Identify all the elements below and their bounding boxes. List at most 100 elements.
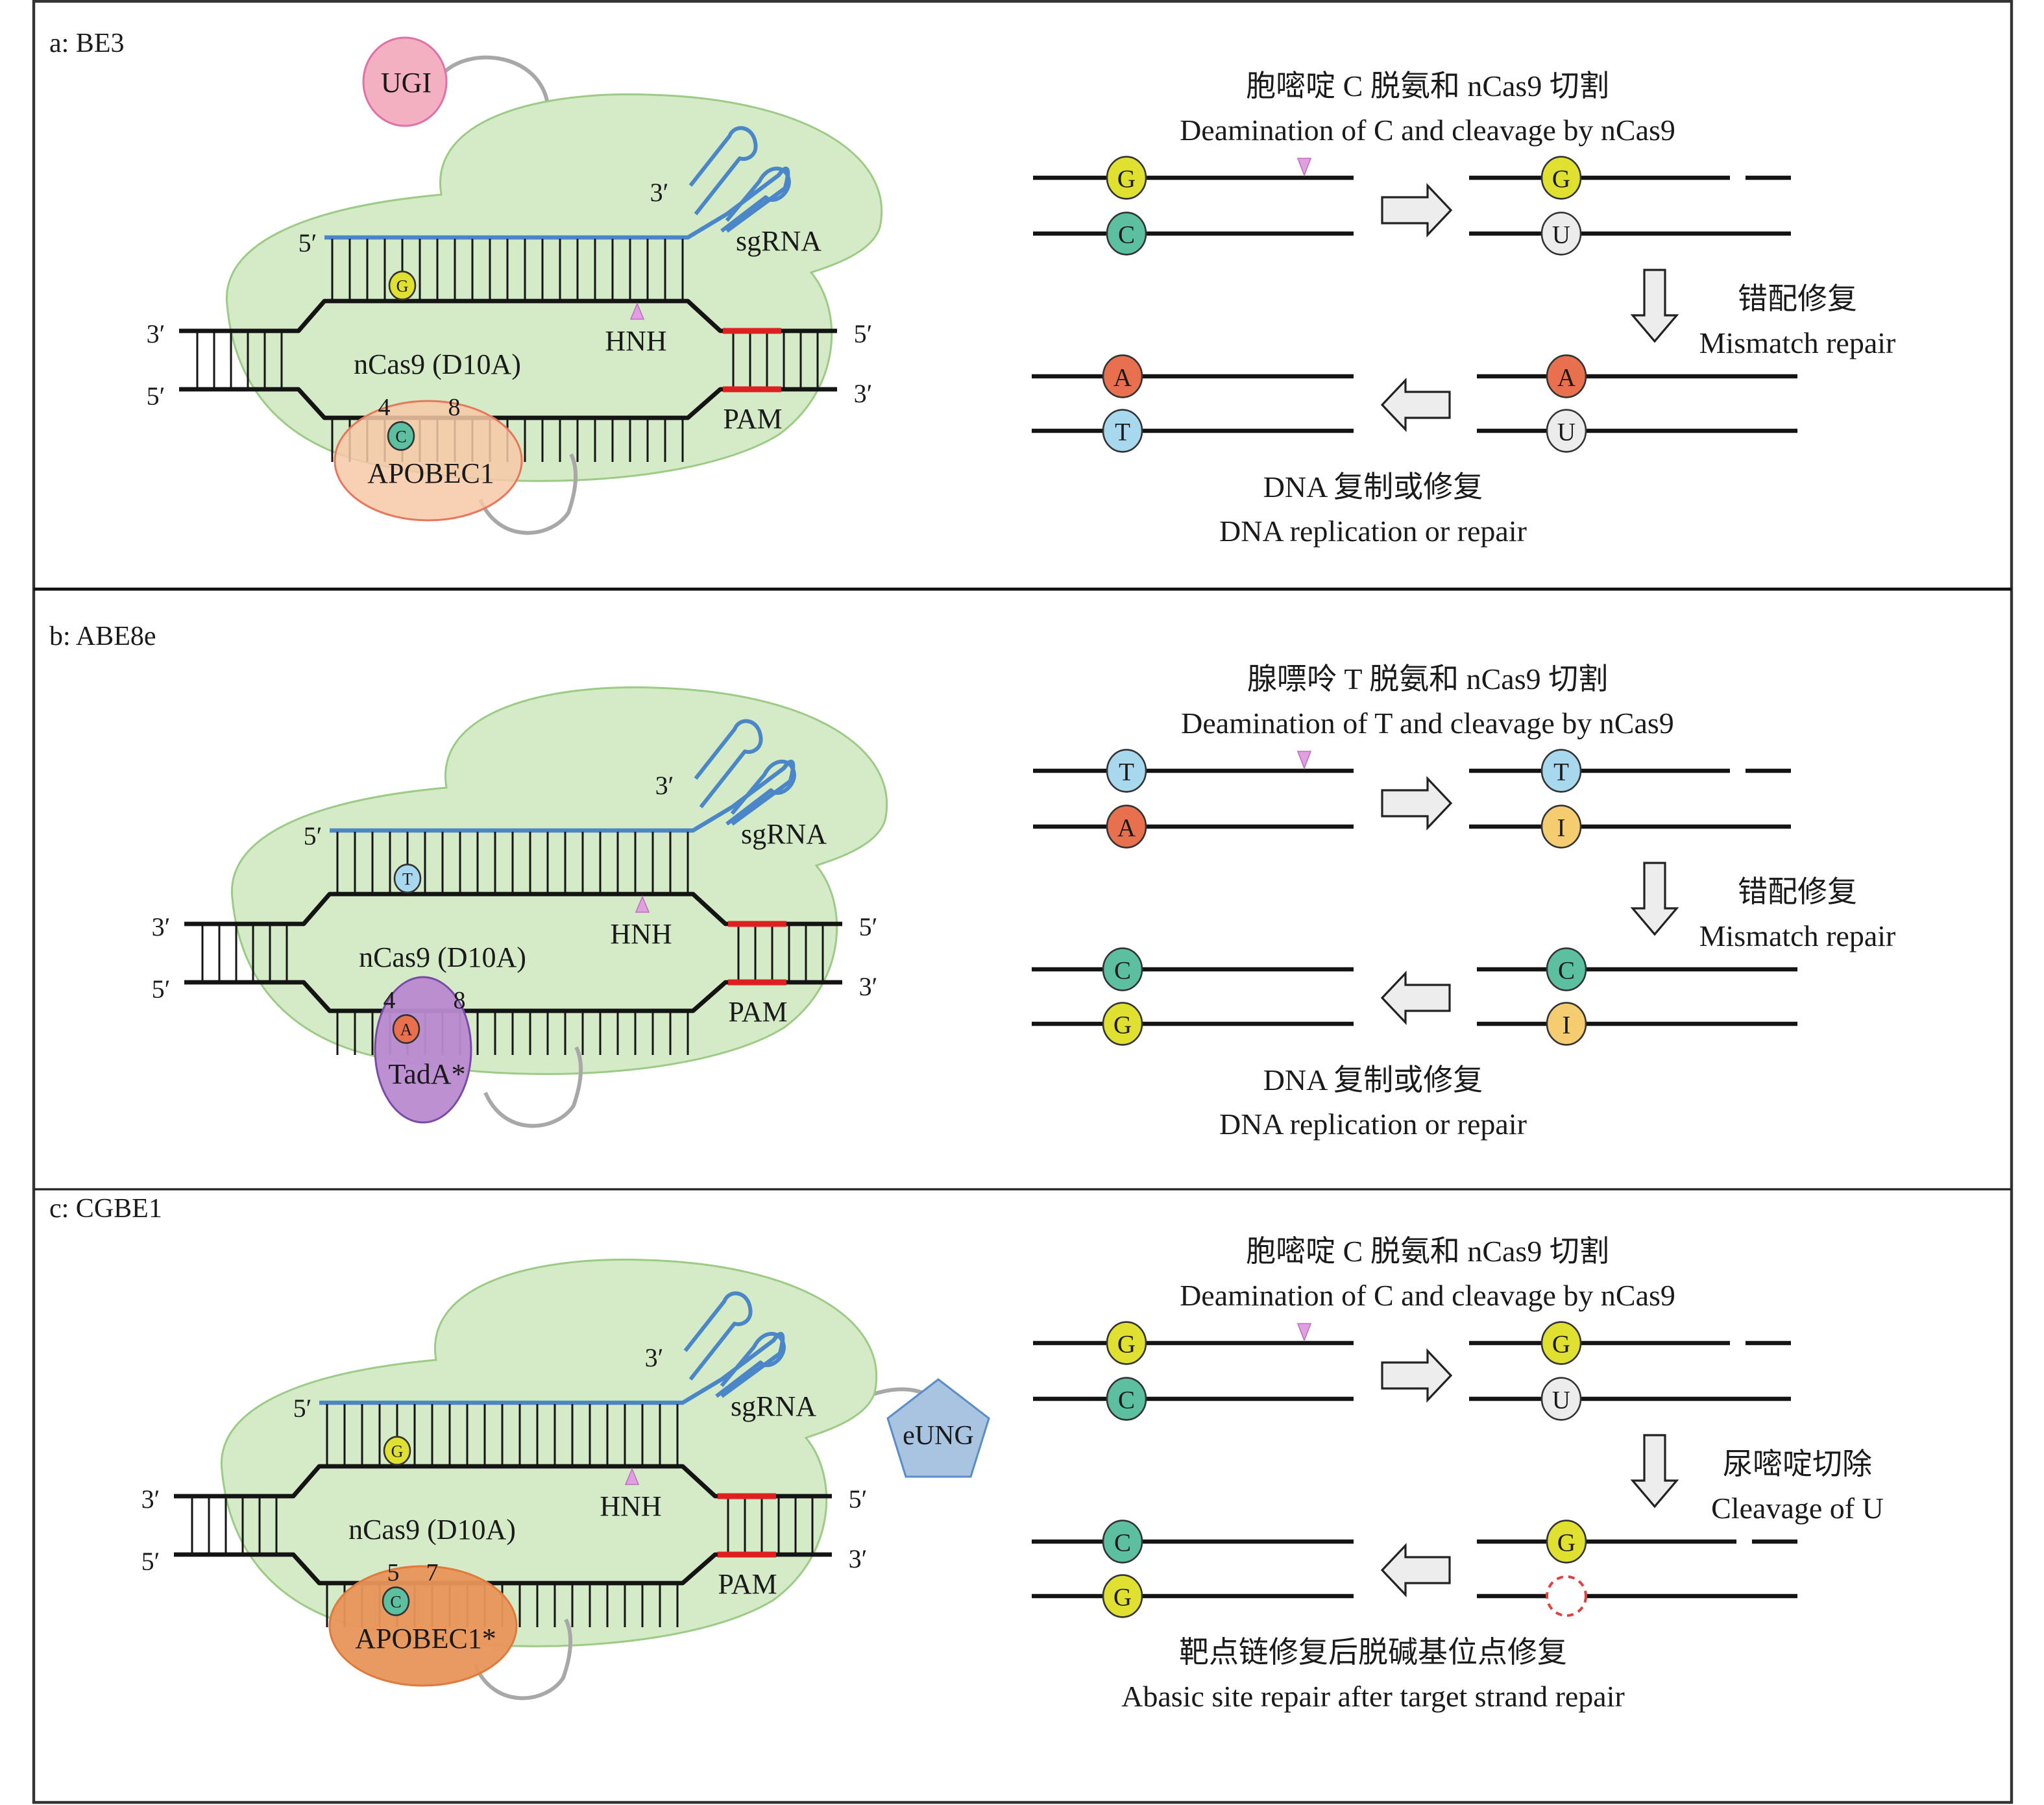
sgRNA-3prime-label: 3′: [655, 771, 674, 800]
protein-label: nCas9 (D10A): [348, 1514, 516, 1545]
base-bottom: I: [1546, 1002, 1587, 1046]
linker: [473, 1618, 572, 1701]
base-T-circle: [393, 864, 422, 893]
base-G-circle: [383, 1436, 411, 1466]
base-I-circle: [1546, 1002, 1587, 1046]
editing-window-start: 4: [378, 394, 391, 421]
base-top: G: [1540, 1321, 1582, 1365]
dna-end-label: 3′: [152, 912, 171, 941]
base-T-circle: [1106, 749, 1147, 793]
duplex-nicked: GU: [1469, 1321, 1791, 1421]
duplex-final: AT: [1032, 354, 1354, 453]
dna-end-label: 5′: [147, 382, 165, 411]
base-C-label: C: [395, 428, 406, 446]
base-A-label: A: [400, 1021, 413, 1039]
step3-label-en: Abasic site repair after target strand r…: [1121, 1680, 1625, 1713]
target-base: C: [382, 1586, 410, 1616]
target-base: A: [392, 1014, 420, 1044]
base-A-circle: [392, 1014, 420, 1044]
sgRNA-label: sgRNA: [731, 1390, 816, 1422]
dna-end-label: 3′: [854, 379, 873, 408]
sgRNA-hairpin-2: [688, 126, 758, 215]
sgRNA-strand: [324, 166, 790, 240]
step2-label-en: Cleavage of U: [1711, 1492, 1884, 1525]
step2-label-en: Mismatch repair: [1699, 326, 1896, 359]
base-U-circle: [1546, 409, 1587, 453]
base-top: G: [1106, 1321, 1147, 1365]
base-T-label: T: [1115, 418, 1130, 446]
base-C-circle: [1106, 212, 1147, 256]
dna-end-label: 5′: [859, 912, 878, 941]
sgRNA-hairpin-1: [725, 759, 796, 826]
step2-label-cn: 尿嘧啶切除: [1723, 1448, 1872, 1481]
base-top: A: [1546, 354, 1587, 398]
base-bottom: T: [1102, 409, 1143, 453]
deaminase-label: APOBEC1: [367, 457, 494, 489]
linker: [478, 453, 578, 535]
base-A-label: A: [1113, 363, 1132, 391]
base-U-label: U: [1557, 418, 1576, 446]
base-T-circle: [1102, 409, 1143, 453]
dna-end-label: 3′: [141, 1484, 160, 1514]
base-C-label: C: [390, 1593, 401, 1612]
nick-marker-icon: [1296, 158, 1312, 177]
base-C-circle: [387, 421, 415, 451]
arrow-left-icon: [1380, 970, 1451, 1026]
sgRNA-strand: [330, 759, 796, 833]
base-T-label: T: [1553, 758, 1569, 786]
duplex-start: GC: [1033, 1321, 1354, 1421]
dna-end-label: 5′: [849, 1484, 868, 1514]
base-top: G: [1540, 156, 1582, 200]
step3-label-en: DNA replication or repair: [1219, 1108, 1527, 1141]
protein-label: nCas9 (D10A): [359, 941, 526, 973]
base-top: G: [1546, 1520, 1587, 1564]
base-A-circle: [1102, 354, 1143, 398]
cas9-protein-body: [220, 1258, 878, 1647]
panel-label: b: ABE8e: [49, 622, 156, 651]
base-top: T: [1540, 749, 1582, 793]
eung-domain: [886, 1378, 990, 1478]
protospacer-base: G: [383, 1436, 411, 1466]
sgRNA-5prime-label: 5′: [304, 821, 322, 851]
deaminase-domain: [374, 976, 472, 1124]
base-bottom: U: [1546, 409, 1587, 453]
base-G-label: G: [1557, 1529, 1576, 1557]
duplex-final: CG: [1032, 1520, 1354, 1618]
base-G-label: G: [1552, 1330, 1570, 1358]
step1-title-cn: 胞嘧啶 C 脱氨和 nCas9 切割: [1246, 1235, 1609, 1268]
base-I-label: I: [1557, 814, 1566, 842]
step2-label-cn: 错配修复: [1738, 282, 1857, 315]
base-top: C: [1102, 947, 1143, 991]
step1-title-en: Deamination of T and cleavage by nCas9: [1181, 707, 1674, 740]
step3-label-cn: DNA 复制或修复: [1263, 470, 1483, 503]
base-G-label: G: [396, 277, 409, 296]
hnh-cut-marker-icon: [624, 1467, 640, 1485]
base-A-circle: [1106, 805, 1147, 849]
base-G-label: G: [1117, 165, 1136, 193]
base-C-circle: [382, 1586, 410, 1616]
step1-title-en: Deamination of C and cleavage by nCas9: [1180, 114, 1675, 147]
panel-label: a: BE3: [49, 29, 124, 58]
sgRNA-hairpin-1: [715, 1331, 786, 1398]
step2-label-en: Mismatch repair: [1699, 919, 1896, 952]
deaminase-label: TadA*: [388, 1058, 465, 1090]
abasic-site-icon: [1546, 1575, 1587, 1617]
dna-end-label: 5′: [152, 975, 171, 1004]
base-bottom: U: [1540, 1377, 1582, 1421]
nick-marker-icon: [1296, 751, 1312, 770]
step3-label-en: DNA replication or repair: [1219, 515, 1527, 548]
linker: [439, 55, 550, 104]
linker: [483, 1046, 583, 1128]
pam-label: PAM: [718, 1568, 777, 1600]
base-bottom: I: [1540, 805, 1582, 849]
base-A-label: A: [1557, 363, 1576, 391]
sgRNA-hairpin-1: [720, 166, 791, 233]
ugi-label: UGI: [381, 67, 432, 99]
base-G-circle: [1102, 1002, 1143, 1046]
deaminase-label: APOBEC1*: [355, 1623, 496, 1654]
base-I-label: I: [1563, 1011, 1571, 1039]
